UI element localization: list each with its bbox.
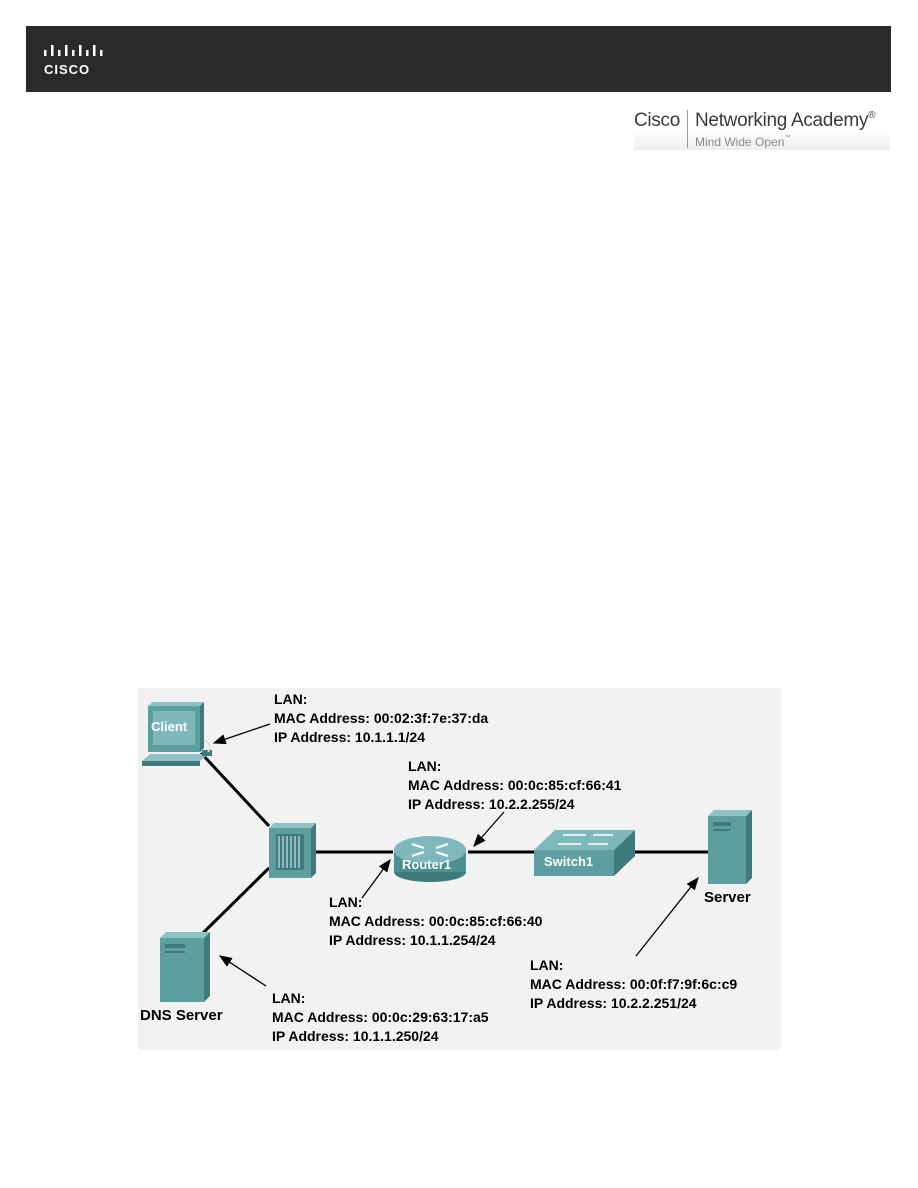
server-address-label: LAN: MAC Address: 00:0f:f7:9f:6c:c9 IP A… — [530, 957, 738, 1011]
network-topology-diagram: Client Router1 Switch1 Server DNS Server… — [138, 688, 781, 1050]
switch-icon — [534, 830, 635, 876]
cisco-logo: CISCO — [40, 40, 110, 80]
academy-tagline: Mind Wide Open™ — [695, 135, 791, 149]
router-lan-address-label: LAN: MAC Address: 00:0c:85:cf:66:40 IP A… — [329, 894, 543, 948]
dns-server-device-label: DNS Server — [140, 1007, 223, 1024]
academy-divider — [687, 110, 688, 148]
academy-brand: Cisco — [634, 110, 681, 131]
arrow-server — [635, 876, 699, 957]
link-hub-dns — [201, 866, 271, 935]
client-pc-icon — [142, 702, 212, 766]
router-icon — [394, 836, 466, 882]
client-address-label: LAN: MAC Address: 00:02:3f:7e:37:da IP A… — [274, 691, 489, 745]
dns-address-label: LAN: MAC Address: 00:0c:29:63:17:a5 IP A… — [272, 990, 489, 1044]
academy-logo-shade — [634, 106, 890, 150]
trademark-mark: ™ — [784, 135, 791, 141]
hub-icon — [269, 823, 316, 878]
switch-device-label: Switch1 — [544, 854, 594, 869]
arrow-router-wan — [473, 811, 505, 847]
registered-mark: ® — [868, 110, 876, 121]
academy-program-name: Networking Academy® — [695, 110, 876, 131]
link-client-hub — [199, 751, 271, 828]
router-wan-address-label: LAN: MAC Address: 00:0c:85:cf:66:41 IP A… — [408, 758, 622, 812]
header-bar — [26, 26, 891, 92]
arrow-client — [212, 723, 271, 745]
dns-server-icon — [160, 932, 210, 1002]
network-links — [199, 751, 708, 935]
arrow-router-lan — [361, 858, 391, 899]
router-device-label: Router1 — [402, 857, 452, 872]
client-device-label: Client — [151, 719, 188, 734]
server-device-label: Server — [704, 889, 751, 906]
arrow-dns — [218, 955, 267, 987]
server-icon — [708, 810, 752, 884]
topology-graphics — [142, 702, 752, 1002]
networking-academy-logo: Cisco Networking Academy® Mind Wide Open… — [634, 106, 890, 150]
cisco-logo-text: CISCO — [44, 62, 91, 77]
cisco-bridge-logo-icon — [44, 45, 103, 56]
